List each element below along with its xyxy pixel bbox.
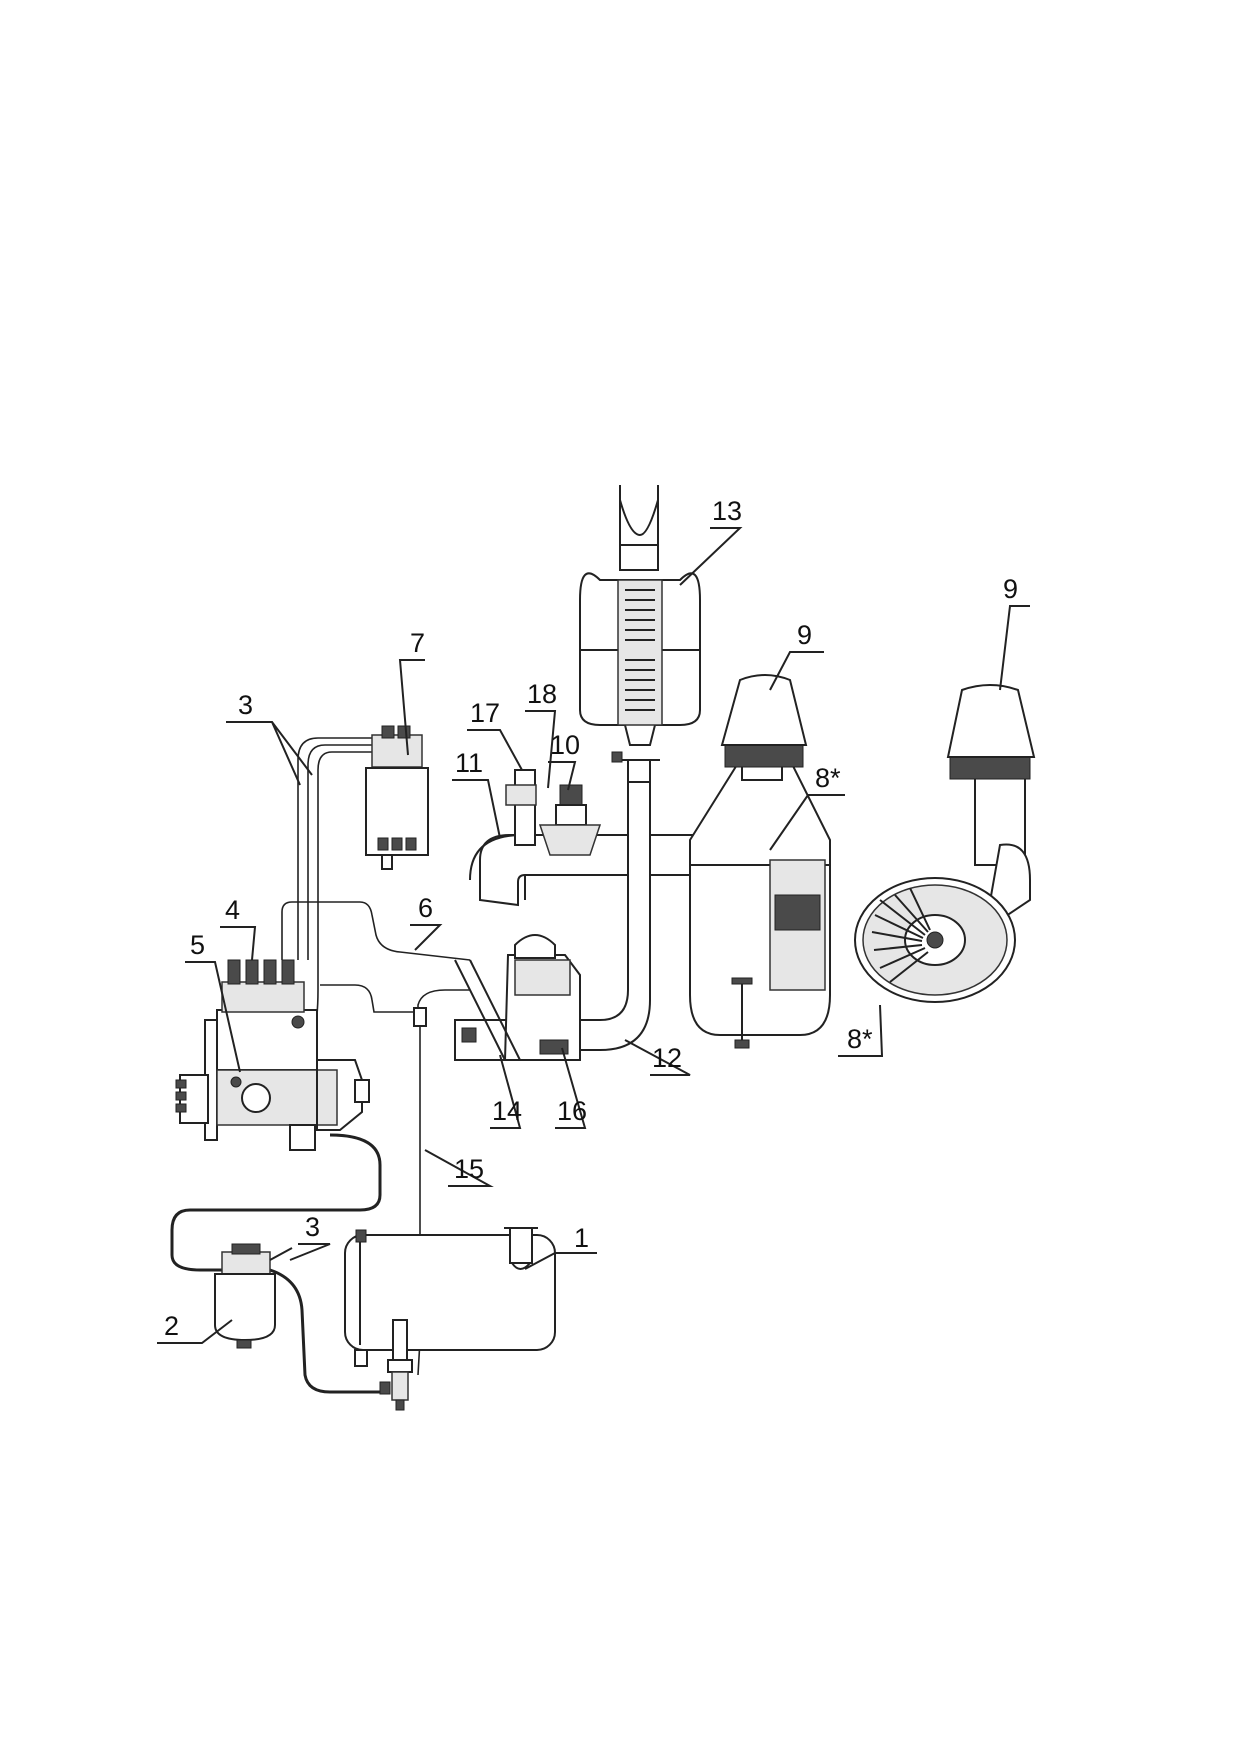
callout-13: 13 bbox=[712, 496, 742, 526]
callout-16: 16 bbox=[557, 1096, 587, 1126]
fuel-tank bbox=[344, 1227, 556, 1411]
callouts: 1 2 3 3 4 5 6 7 8* 8* 9 9 10 11 12 13 14… bbox=[164, 496, 1018, 1341]
coarse-fuel-filter bbox=[214, 1243, 293, 1349]
callout-18: 18 bbox=[527, 679, 557, 709]
leader-lines bbox=[157, 527, 1030, 1344]
callout-15: 15 bbox=[454, 1154, 484, 1184]
intake-manifold bbox=[469, 769, 711, 907]
callout-9-left: 9 bbox=[797, 620, 812, 650]
fuel-lines bbox=[170, 737, 385, 1394]
callout-17: 17 bbox=[470, 698, 500, 728]
callout-8-right: 8* bbox=[847, 1024, 873, 1054]
callout-3-lower: 3 bbox=[305, 1212, 320, 1242]
callout-5: 5 bbox=[190, 930, 205, 960]
callout-2: 2 bbox=[164, 1311, 179, 1341]
callout-3-upper: 3 bbox=[238, 690, 253, 720]
exhaust-system bbox=[579, 485, 701, 1051]
air-cleaner-vertical bbox=[689, 674, 831, 1049]
callout-10: 10 bbox=[550, 730, 580, 760]
callout-6: 6 bbox=[418, 893, 433, 923]
fine-fuel-filter bbox=[365, 725, 429, 870]
callout-11: 11 bbox=[455, 748, 483, 778]
injection-pump bbox=[175, 959, 370, 1151]
engine-head bbox=[454, 934, 581, 1061]
callout-7: 7 bbox=[410, 628, 425, 658]
air-cleaner-radial bbox=[854, 684, 1036, 1003]
callout-1: 1 bbox=[574, 1223, 589, 1253]
callout-12: 12 bbox=[652, 1043, 682, 1073]
callout-4: 4 bbox=[225, 895, 240, 925]
callout-8-left: 8* bbox=[815, 763, 841, 793]
callout-14: 14 bbox=[492, 1096, 522, 1126]
callout-9-right: 9 bbox=[1003, 574, 1018, 604]
